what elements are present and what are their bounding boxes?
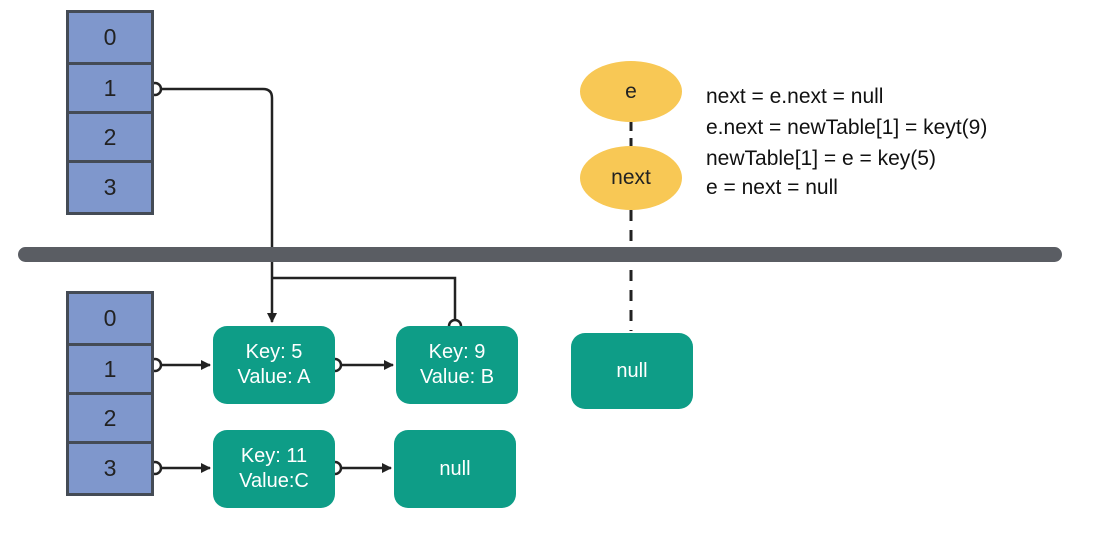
entry-value-label: Value: A: [237, 366, 311, 388]
old-table-slot-0: 0: [66, 10, 154, 65]
pointer-next: next: [580, 146, 682, 210]
entry-value-label: Value:C: [239, 470, 309, 492]
null-node-chain: null: [394, 430, 516, 508]
entry-key-label: Key: 11: [240, 445, 308, 467]
entry-node-key9: Key: 9 Value: B: [396, 326, 518, 404]
old-table-slot-3: 3: [66, 160, 154, 215]
null-label: null: [439, 457, 471, 480]
code-line-2: e.next = newTable[1] = keyt(9): [706, 116, 988, 139]
old-slot1-to-key5-arrow: [160, 87, 277, 323]
code-line-1: next = e.next = null: [706, 85, 884, 108]
old-table-slot-1: 1: [66, 62, 154, 114]
entry-value-label: Value: B: [419, 366, 495, 388]
new-table-slot-2: 2: [66, 392, 154, 444]
entry-node-key11: Key: 11 Value:C: [213, 430, 335, 508]
new-table-slot-1: 1: [66, 343, 154, 395]
pointer-e: e: [580, 61, 682, 122]
old-table-slot-2: 2: [66, 111, 154, 163]
code-line-3: newTable[1] = e = key(5): [706, 147, 936, 170]
code-line-4: e = next = null: [706, 176, 838, 199]
null-node-pointer: null: [571, 333, 693, 409]
null-label: null: [616, 359, 648, 382]
key9-to-old-link: [272, 276, 457, 321]
new-table-slot-0: 0: [66, 291, 154, 346]
entry-key-label: Key: 5: [245, 341, 303, 363]
divider-bar: [18, 247, 1062, 262]
entry-key-label: Key: 9: [428, 341, 486, 363]
new-table-slot-3: 3: [66, 441, 154, 496]
entry-node-key5: Key: 5 Value: A: [213, 326, 335, 404]
